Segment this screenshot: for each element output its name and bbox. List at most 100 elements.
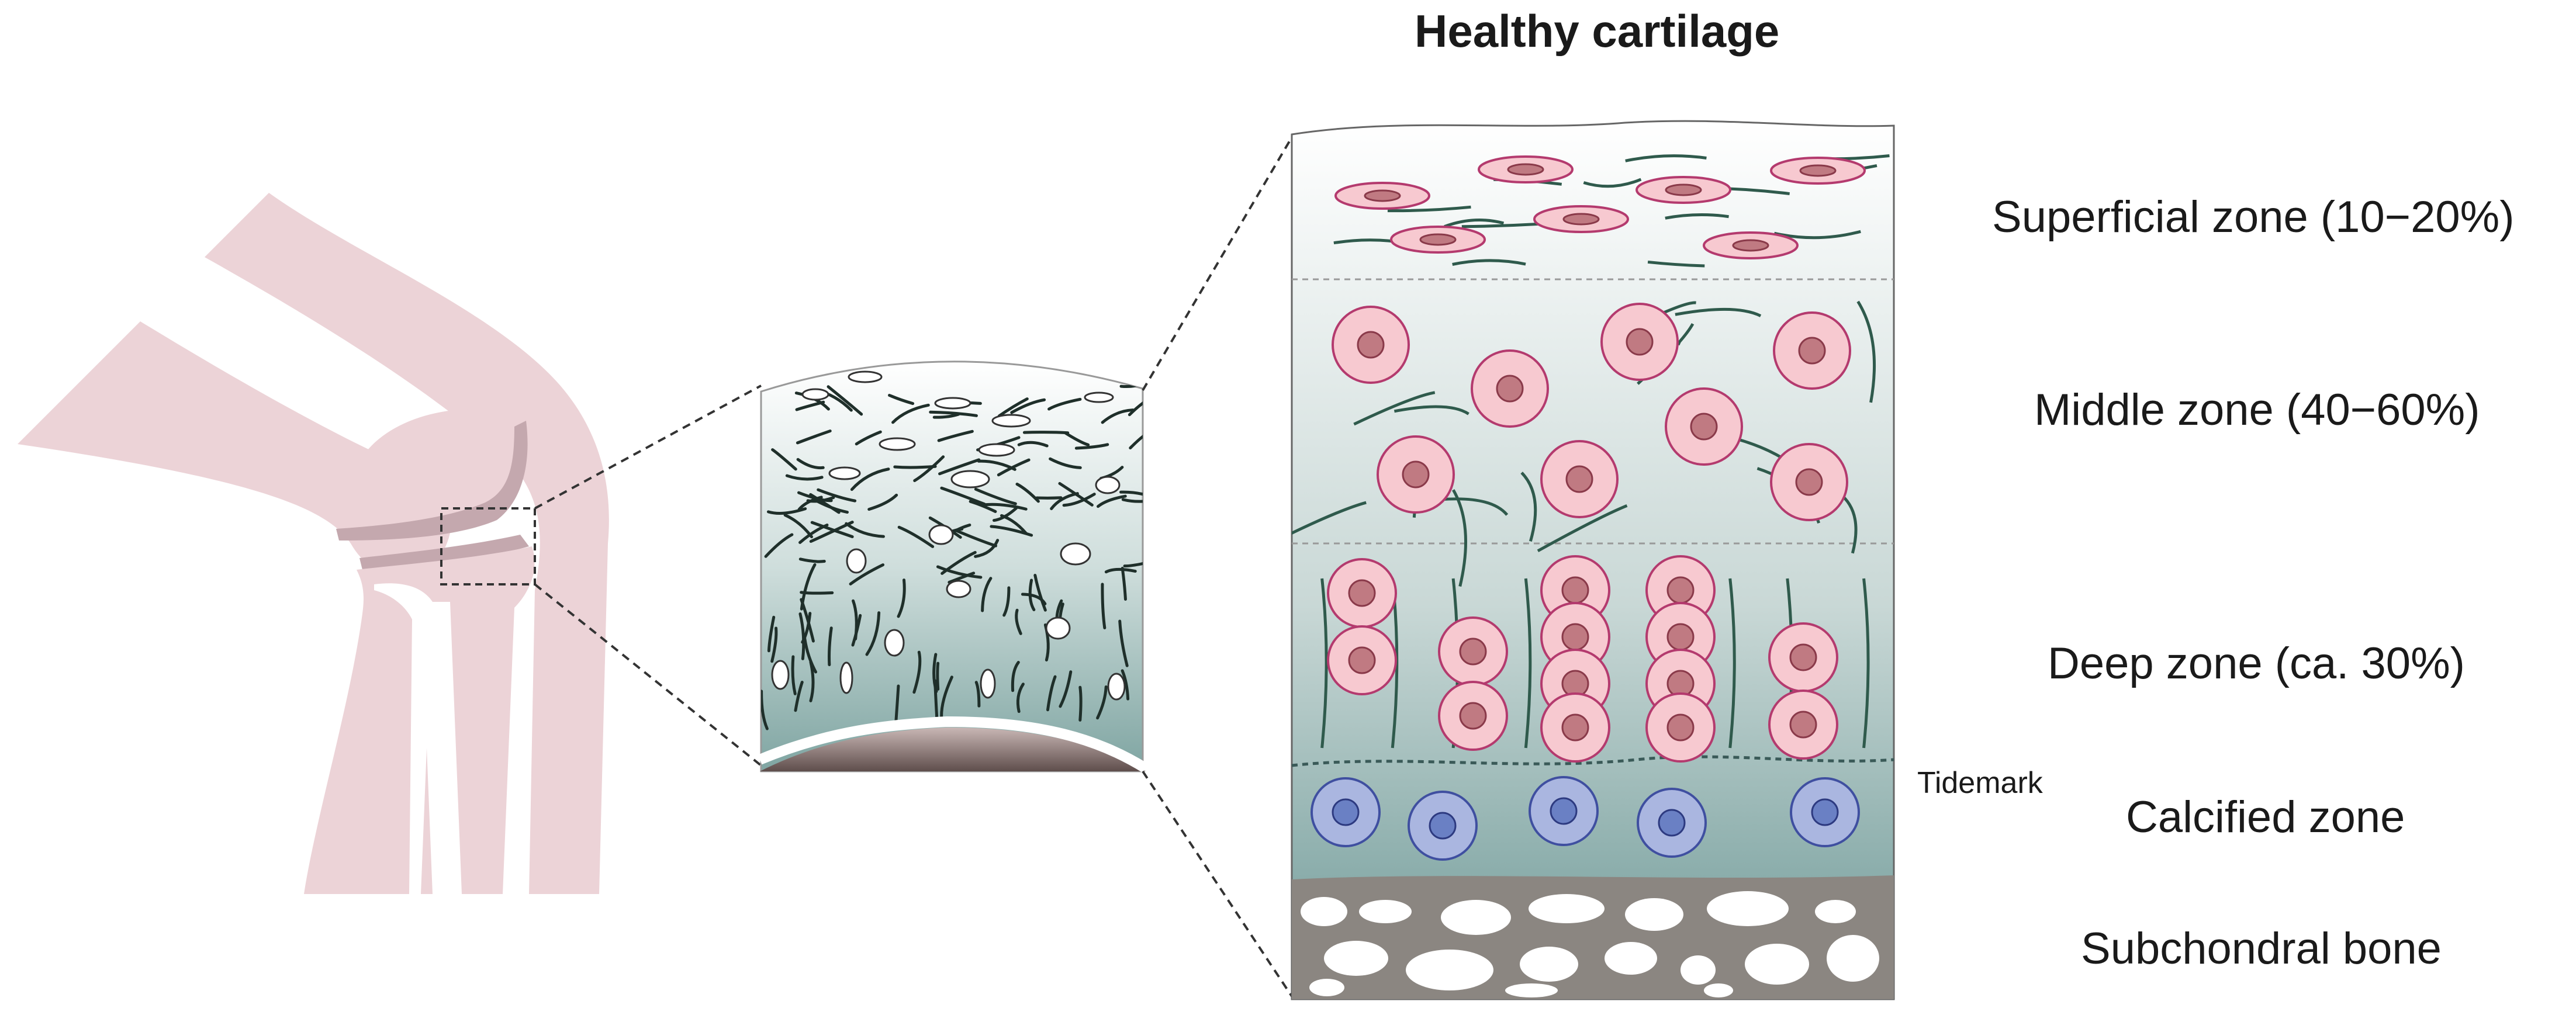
nucleus — [1666, 576, 1695, 604]
collagen-fiber — [1002, 586, 1011, 617]
nucleus — [1459, 638, 1487, 666]
nucleus — [1364, 189, 1401, 202]
marrow-space — [1625, 898, 1683, 931]
collagen-fiber — [852, 599, 858, 640]
collagen-fiber — [1096, 685, 1108, 720]
marrow-space — [1505, 983, 1558, 997]
marrow-space — [1324, 941, 1388, 976]
lacuna — [771, 660, 790, 690]
collagen-fiber — [810, 521, 854, 539]
deep-zone-label: Deep zone (ca. 30%) — [2048, 639, 2465, 688]
collagen-fiber — [1461, 222, 1540, 228]
collagen-fiber — [766, 507, 807, 515]
superficial-zone-label: Superficial zone (10−20%) — [1992, 192, 2515, 242]
collagen-fiber — [1728, 578, 1736, 749]
nucleus — [1562, 213, 1600, 226]
lacuna — [828, 466, 861, 480]
lacuna — [1060, 542, 1091, 566]
nucleus — [1419, 233, 1457, 246]
collagen-fiber — [1028, 578, 1036, 612]
cartilage-overview-panel — [758, 361, 1149, 773]
collagen-fiber — [974, 487, 1017, 505]
nucleus — [1332, 798, 1360, 826]
lacuna — [846, 548, 867, 574]
collagen-fiber — [1444, 219, 1505, 228]
collagen-fiber — [798, 612, 805, 660]
collagen-fiber — [974, 539, 1000, 558]
tibia-fibula-gap — [374, 583, 433, 894]
collagen-fiber — [940, 675, 953, 718]
lacuna — [928, 524, 954, 545]
collagen-fiber — [1121, 669, 1130, 701]
collagen-fiber — [1665, 213, 1729, 220]
collagen-fiber — [1292, 501, 1367, 535]
joint-space-lower — [359, 535, 529, 570]
lacuna — [879, 437, 916, 451]
collagen-fiber — [845, 522, 885, 538]
nucleus — [1496, 375, 1524, 403]
collagen-fiber — [1118, 619, 1129, 667]
collagen-fiber — [941, 550, 977, 575]
nucleus — [1811, 798, 1839, 826]
nucleus — [1799, 164, 1837, 177]
subchondral-bone — [1292, 875, 1894, 999]
collagen-fiber — [791, 655, 797, 695]
lacuna — [991, 414, 1031, 428]
collagen-fiber — [828, 626, 833, 667]
collagen-fiber — [1017, 441, 1049, 448]
zoom-line-upper — [534, 384, 762, 510]
collagen-fiber — [1675, 307, 1762, 317]
calcified-zone-label: Calcified zone — [2126, 792, 2405, 842]
collagen-fiber — [981, 503, 1028, 511]
collagen-fiber — [1583, 178, 1642, 188]
collagen-fiber — [764, 533, 794, 558]
collagen-fiber — [1862, 578, 1870, 749]
knee-joint-illustration — [18, 193, 609, 894]
nucleus — [1429, 812, 1457, 840]
collagen-fiber — [865, 611, 881, 656]
collagen-fiber — [897, 525, 935, 548]
page-title: Healthy cartilage — [1415, 5, 1780, 57]
collagen-fiber — [955, 529, 998, 548]
collagen-fiber — [1353, 391, 1436, 426]
collagen-fiber — [1016, 683, 1025, 713]
collagen-fiber — [1049, 457, 1082, 469]
collagen-fiber — [1015, 608, 1022, 635]
collagen-fiber — [937, 429, 974, 442]
collagen-fiber — [936, 565, 983, 579]
zoom-region-box — [440, 507, 536, 586]
collagen-fiber — [997, 397, 1029, 418]
collagen-fiber — [1021, 593, 1047, 605]
collagen-fiber — [1647, 260, 1705, 268]
collagen-fiber — [1856, 300, 1876, 403]
collagen-fiber — [1047, 397, 1082, 411]
collagen-fiber — [795, 400, 825, 411]
collagen-fiber — [798, 557, 826, 563]
collagen-fiber — [1062, 493, 1096, 507]
tidemark-label: Tidemark — [1917, 766, 2043, 800]
marrow-space — [1815, 900, 1856, 923]
collagen-fiber — [1128, 389, 1143, 417]
lacuna — [1045, 616, 1071, 640]
collagen-fiber — [1520, 472, 1537, 542]
collagen-fiber — [798, 523, 829, 544]
collagen-fiber — [1050, 492, 1079, 511]
collagen-fiber — [770, 626, 778, 663]
collagen-fiber — [891, 403, 930, 424]
collagen-fiber — [1537, 504, 1628, 553]
collagen-fiber — [1104, 567, 1137, 574]
marrow-space — [1707, 891, 1789, 926]
marrow-space — [1441, 900, 1511, 935]
lacuna — [1084, 392, 1114, 403]
collagen-fiber — [1320, 578, 1328, 749]
lacuna — [980, 668, 996, 699]
lacuna — [1107, 673, 1126, 701]
collagen-fiber — [797, 496, 823, 511]
marrow-space — [1681, 955, 1716, 985]
collagen-fiber — [1033, 574, 1047, 612]
marrow-space — [1301, 897, 1347, 926]
marrow-space — [1309, 979, 1344, 996]
nucleus — [1665, 183, 1702, 196]
nucleus — [1550, 797, 1578, 825]
